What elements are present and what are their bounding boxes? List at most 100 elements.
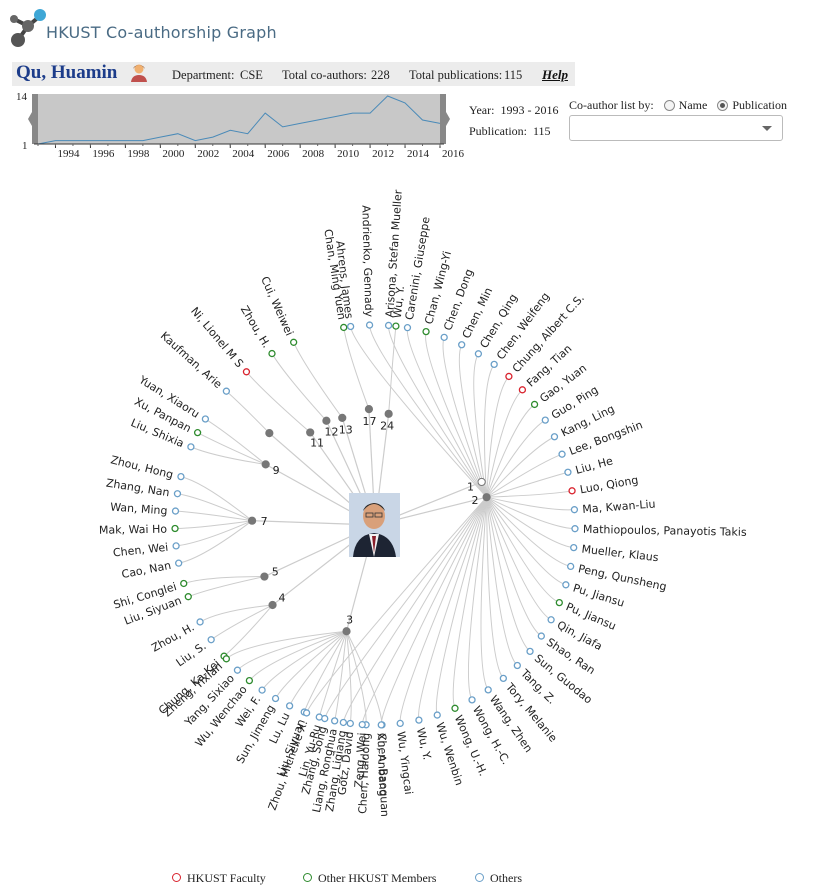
coauthor-node[interactable]	[384, 321, 393, 330]
count-hub[interactable]	[364, 405, 374, 414]
coauthor-node[interactable]	[196, 618, 204, 626]
coauthor-node[interactable]	[422, 327, 430, 336]
coauthor-node[interactable]	[433, 711, 441, 719]
coauthor-node[interactable]	[321, 714, 329, 723]
coauthor-node[interactable]	[505, 372, 513, 381]
coauthor-label[interactable]: Liu, He	[574, 454, 614, 477]
coauthor-select[interactable]	[569, 115, 783, 141]
coauthor-node[interactable]	[171, 524, 179, 533]
count-hub[interactable]	[322, 416, 331, 425]
coauthor-node[interactable]	[331, 717, 339, 725]
coauthor-node[interactable]	[571, 525, 579, 533]
coauthor-node[interactable]	[558, 450, 566, 458]
coauthor-node[interactable]	[222, 387, 231, 395]
coauthor-node[interactable]	[570, 506, 579, 514]
coauthor-node[interactable]	[530, 400, 539, 409]
person-photo[interactable]	[349, 493, 400, 557]
coauthor-label[interactable]: Chen, Wei	[112, 541, 169, 560]
coauthor-label[interactable]: Xu, Anbang	[374, 733, 389, 797]
count-hub[interactable]	[482, 493, 491, 502]
coauthor-node[interactable]	[271, 694, 280, 703]
coauthor-node[interactable]	[403, 324, 412, 332]
coauthor-label[interactable]: Cao, Nan	[121, 559, 173, 581]
coauthor-label[interactable]: Zhang, Nan	[105, 477, 170, 500]
coauthor-node[interactable]	[547, 616, 555, 624]
coauthor-node[interactable]	[537, 632, 545, 640]
coauthor-label[interactable]: Zhou, H.	[238, 304, 273, 351]
coauthor-label[interactable]: Mathiopoulos, Panayotis Takis	[583, 523, 747, 539]
coauthor-node[interactable]	[346, 719, 354, 728]
coauthor-node[interactable]	[172, 542, 180, 550]
coauthor-node[interactable]	[242, 368, 251, 376]
coauthor-node[interactable]	[302, 709, 311, 717]
coauthor-label[interactable]: Wu, Yingcai	[394, 731, 415, 796]
coauthor-node[interactable]	[340, 323, 348, 332]
coauthor-node[interactable]	[285, 702, 294, 710]
coauthor-node[interactable]	[358, 720, 366, 729]
coauthor-node[interactable]	[474, 350, 483, 358]
coauthor-node[interactable]	[451, 704, 459, 712]
sort-name-label[interactable]: Name	[678, 98, 708, 112]
timeline-right-handle[interactable]	[440, 94, 450, 144]
count-hub[interactable]	[338, 413, 347, 422]
count-hub[interactable]	[265, 429, 274, 438]
coauthor-node[interactable]	[564, 468, 572, 476]
coauthor-node[interactable]	[201, 415, 210, 423]
count-hub[interactable]	[260, 572, 269, 581]
coauthor-label[interactable]: Zeng, Wei	[352, 732, 369, 788]
coauthor-node[interactable]	[568, 487, 576, 495]
coauthor-label[interactable]: Wu, Y.	[414, 727, 434, 762]
coauthor-label[interactable]: Andrienko, Gennady	[359, 205, 375, 318]
coauthor-node[interactable]	[550, 433, 559, 441]
coauthor-node[interactable]	[171, 507, 180, 515]
coauthor-node[interactable]	[290, 338, 298, 346]
coauthor-label[interactable]: Wan, Ming	[110, 501, 168, 518]
coauthor-label[interactable]: Liu, S.	[174, 639, 209, 669]
coauthor-node[interactable]	[207, 636, 215, 644]
help-link[interactable]: Help	[542, 67, 568, 82]
coauthor-node[interactable]	[233, 666, 242, 674]
coauthor-node[interactable]	[258, 686, 266, 694]
coauthor-node[interactable]	[570, 543, 578, 552]
coauthor-label[interactable]: Zhou, Hong	[109, 453, 174, 481]
coauthor-label[interactable]: Chen, Haidong	[356, 733, 373, 815]
coauthor-node[interactable]	[518, 386, 527, 394]
count-hub[interactable]	[384, 409, 393, 418]
coauthor-node[interactable]	[346, 322, 355, 331]
timeline-left-handle[interactable]	[28, 94, 38, 144]
count-hub[interactable]	[477, 477, 486, 487]
coauthor-node[interactable]	[567, 562, 575, 571]
coauthor-node[interactable]	[177, 472, 185, 481]
coauthor-node[interactable]	[526, 647, 534, 656]
coauthor-node[interactable]	[193, 429, 202, 437]
coauthor-node[interactable]	[245, 676, 254, 685]
sort-publication-label[interactable]: Publication	[732, 98, 787, 112]
count-hub[interactable]	[306, 428, 315, 437]
coauthor-node[interactable]	[484, 686, 492, 694]
coauthor-node[interactable]	[392, 322, 400, 330]
count-hub[interactable]	[247, 516, 257, 525]
coauthor-node[interactable]	[396, 719, 404, 728]
coauthor-label[interactable]: Luo, Qiong	[579, 473, 639, 496]
sort-publication-radio[interactable]	[717, 100, 729, 111]
coauthor-node[interactable]	[173, 490, 182, 498]
coauthor-label[interactable]: Wu, Y.	[391, 285, 407, 319]
coauthor-label[interactable]: Ma, Kwan-Liu	[582, 497, 656, 516]
coauthor-node[interactable]	[468, 696, 476, 704]
coauthor-node[interactable]	[415, 716, 423, 724]
coauthor-node[interactable]	[180, 579, 188, 588]
coauthor-node[interactable]	[268, 349, 276, 358]
coauthor-node[interactable]	[562, 581, 570, 589]
coauthor-node[interactable]	[499, 674, 507, 683]
coauthor-node[interactable]	[541, 416, 549, 424]
coauthor-node[interactable]	[458, 341, 466, 349]
coauthor-node[interactable]	[440, 333, 448, 341]
coauthor-node[interactable]	[377, 721, 385, 729]
coauthor-node[interactable]	[184, 593, 192, 601]
coauthor-node[interactable]	[490, 360, 498, 369]
sort-name-radio[interactable]	[663, 100, 675, 111]
coauthor-node[interactable]	[187, 443, 195, 451]
coauthor-node[interactable]	[339, 718, 348, 727]
